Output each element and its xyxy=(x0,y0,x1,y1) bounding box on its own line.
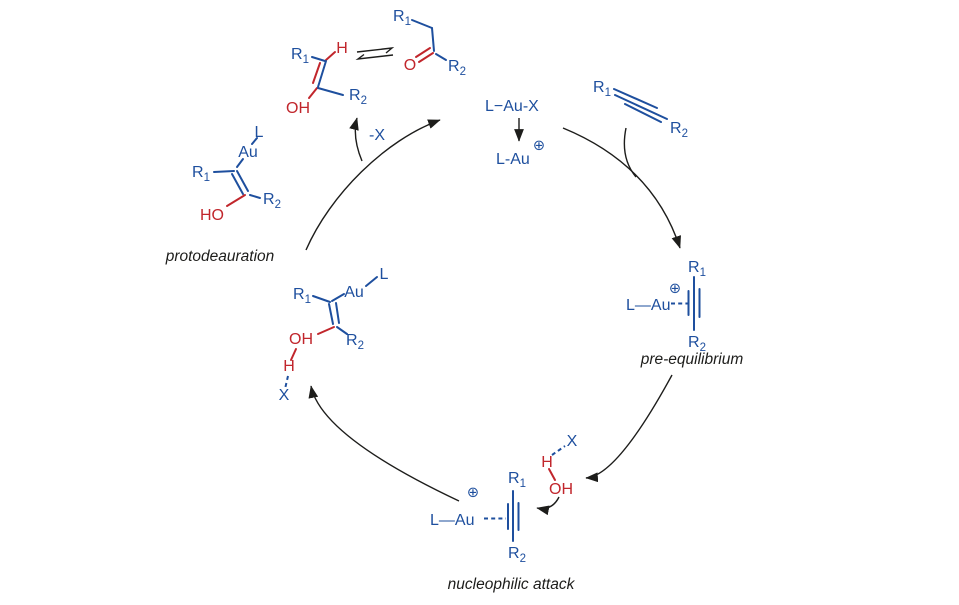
r2-label: R2 xyxy=(670,120,688,140)
pi-complex: L—Au ⊕ R1 R2 xyxy=(626,259,706,354)
r1-label: R1 xyxy=(192,164,210,184)
bond xyxy=(236,158,244,168)
nucleophilic-attack-curved-arrow xyxy=(536,496,560,516)
l-label: L xyxy=(380,266,389,283)
bond xyxy=(435,53,447,61)
minus-x-label: -X xyxy=(369,127,385,144)
attack-complex: L—Au ⊕ R1 R2 xyxy=(430,470,526,565)
cycle-arrow-to-catalyst xyxy=(305,119,441,251)
double-bond xyxy=(312,62,321,84)
bond xyxy=(548,468,556,481)
double-bond xyxy=(236,170,249,192)
bond xyxy=(317,326,335,335)
vinyl-gold-intermediate: L Au R1 OH R2 H X xyxy=(279,266,389,404)
bond xyxy=(249,194,261,199)
cycle-arrow-to-attack xyxy=(585,374,673,483)
double-bond xyxy=(317,60,327,88)
r1-label: R1 xyxy=(593,79,611,99)
double-bond xyxy=(415,47,431,58)
ketone-structure: R1 O R2 xyxy=(393,8,466,78)
r1-label: R1 xyxy=(393,8,411,28)
x-label: X xyxy=(567,433,578,450)
bond xyxy=(411,19,433,29)
water-nucleophile: H OH X xyxy=(541,433,577,498)
r2-label: R2 xyxy=(508,545,526,565)
hydrogen-bond xyxy=(551,445,566,456)
l-label: L xyxy=(255,124,264,141)
l-au-cation-formula: L-Au xyxy=(496,151,530,168)
l-au-formula: L—Au xyxy=(626,297,670,314)
r1-label: R1 xyxy=(688,259,706,279)
r2-label: R2 xyxy=(688,334,706,354)
active-catalyst: L-Au ⊕ xyxy=(496,138,545,168)
oh-label: OH xyxy=(289,331,313,348)
x-label: X xyxy=(279,387,290,404)
plus-charge-icon: ⊕ xyxy=(669,281,681,297)
r2-label: R2 xyxy=(263,191,281,211)
l-au-formula: L—Au xyxy=(430,512,474,529)
alkyne-structure: R1 R2 xyxy=(593,79,688,140)
protodeauration-label: protodeauration xyxy=(165,248,275,265)
l-au-x-formula: L−Au-X xyxy=(485,98,539,115)
double-bond xyxy=(231,173,244,195)
alkyne-entry-line xyxy=(623,127,637,178)
bond xyxy=(325,51,336,61)
h-label: H xyxy=(283,358,295,375)
cycle-arrow-to-vinyl-gold xyxy=(308,385,460,502)
protodeauration-intermediate: L Au R1 R2 HO xyxy=(192,124,281,224)
bond xyxy=(311,56,326,62)
au-label: Au xyxy=(238,144,258,161)
r1-label: R1 xyxy=(508,470,526,490)
bond xyxy=(312,295,331,303)
r2-label: R2 xyxy=(448,58,466,78)
r2-label: R2 xyxy=(349,87,367,107)
bond xyxy=(290,348,297,361)
r2-label: R2 xyxy=(346,332,364,352)
bond xyxy=(213,170,235,173)
double-bond xyxy=(335,302,340,324)
double-bond xyxy=(418,52,434,63)
oh-label: OH xyxy=(286,100,310,117)
r1-label: R1 xyxy=(293,286,311,306)
nucleophilic-attack-label: nucleophilic attack xyxy=(448,576,576,593)
bond xyxy=(336,326,348,335)
bond xyxy=(331,293,345,302)
equilibrium-arrows-icon xyxy=(355,47,395,60)
double-bond xyxy=(328,303,334,325)
bond xyxy=(226,194,246,207)
oh-label: OH xyxy=(549,481,573,498)
plus-charge-icon: ⊕ xyxy=(467,485,479,501)
hydrogen-bond xyxy=(284,375,289,390)
triple-bond xyxy=(613,88,658,109)
h-label: H xyxy=(541,454,553,471)
r1-label: R1 xyxy=(291,46,309,66)
enol-structure: R1 H OH R2 xyxy=(286,40,367,117)
bond xyxy=(308,87,318,99)
triple-bond xyxy=(624,103,662,123)
bond xyxy=(317,87,344,96)
product-release-arrow xyxy=(349,117,363,162)
au-label: Au xyxy=(344,284,364,301)
cycle-arrow-to-pi-complex xyxy=(562,127,681,249)
cycle-arrows xyxy=(305,117,681,502)
ho-label: HO xyxy=(200,207,224,224)
o-label: O xyxy=(404,57,416,74)
plus-charge-icon: ⊕ xyxy=(533,138,545,154)
triple-bond xyxy=(614,94,668,120)
bond xyxy=(365,276,378,287)
vinyl-h-label: H xyxy=(336,40,348,57)
catalyst-precursor: L−Au-X xyxy=(485,98,539,115)
bond xyxy=(431,27,435,52)
pre-equilibrium-label: pre-equilibrium xyxy=(640,351,744,368)
bond xyxy=(251,137,258,145)
